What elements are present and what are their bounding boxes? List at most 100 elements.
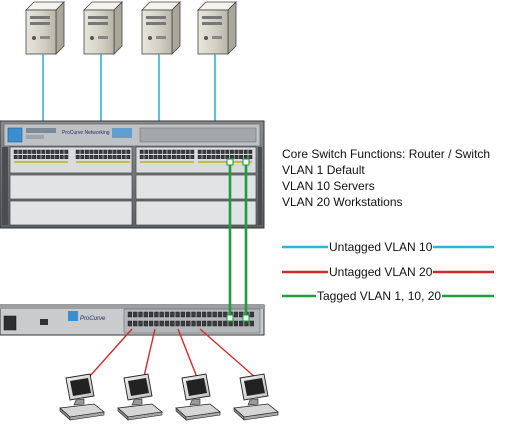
core-port [23,154,27,159]
access-port [196,320,201,327]
core-port [234,154,239,159]
core-port [121,149,126,154]
core-port [148,154,153,159]
core-port [103,149,108,154]
core-port [234,149,239,154]
core-port [211,154,216,159]
core-port [248,154,253,159]
core-port [41,149,46,154]
access-port [180,320,185,327]
core-port [80,154,85,159]
core-port [32,149,37,154]
core-port [107,149,112,154]
access-port [175,320,180,327]
access-port [159,320,164,327]
access-port [186,320,191,327]
core-port [153,149,158,154]
core-port [185,154,190,159]
access-port [175,311,180,318]
core-port [126,149,131,154]
workstation-icon [175,373,221,421]
core-port [112,154,117,159]
access-port [196,311,201,318]
core-port [162,154,167,159]
core-port [84,154,89,159]
access-brand-label: ProCurve [80,316,106,322]
core-port [229,149,234,154]
core-port [197,149,202,154]
server-1 [25,1,65,55]
access-port [138,311,143,318]
workstation-3 [175,373,221,421]
core-port [206,154,211,159]
access-port [127,311,132,318]
vlan-10-label: VLAN 10 Servers [282,179,375,193]
access-port [228,320,233,327]
core-port [59,154,64,159]
core-port [197,154,202,159]
server-2 [83,1,123,55]
access-port [164,320,170,327]
core-switch: ProCurve Networking [0,120,265,229]
access-port [207,320,212,327]
access-port [148,320,154,327]
core-port [239,149,243,154]
core-port [32,154,37,159]
workstation-icon [59,373,105,421]
access-port [217,320,223,327]
core-port [153,154,158,159]
core-port [84,149,89,154]
core-port [64,154,69,159]
core-port [144,154,149,159]
core-port [107,154,112,159]
core-port [94,154,99,159]
trunk-link-ends [226,158,250,322]
core-port [190,154,195,159]
core-port-led-strip [140,161,194,163]
legend-label-tagged: Tagged VLAN 1, 10, 20 [316,289,443,303]
access-port [170,320,175,327]
access-port [133,311,138,318]
core-port [211,149,216,154]
core-port [190,149,195,154]
core-module-6 [135,200,257,226]
core-module-3 [9,174,133,200]
workstation-1 [59,373,105,421]
server-icon [197,1,237,55]
core-port [148,149,153,154]
core-port [243,154,248,159]
core-port [36,149,41,154]
core-port [98,154,103,159]
core-port [75,149,80,154]
server-icon [141,1,181,55]
access-port [191,311,196,318]
core-port [27,149,32,154]
access-port [191,320,196,327]
access-port [164,311,170,318]
core-port-led-strip [198,161,252,163]
access-port [186,311,191,318]
core-port [162,149,167,154]
core-port [117,149,122,154]
server-3 [141,1,181,55]
core-status-led [7,127,23,143]
legend-label-vlan10: Untagged VLAN 10 [328,240,434,254]
access-logo-badge [68,311,78,321]
server-4 [197,1,237,55]
core-port [171,149,176,154]
core-port [126,154,131,159]
access-port [143,320,148,327]
core-port [225,154,230,159]
access-port [212,320,217,327]
core-port [27,154,32,159]
core-port [202,154,207,159]
core-port [167,149,172,154]
core-port [23,149,27,154]
core-port [59,149,64,154]
core-port [94,149,99,154]
access-port [127,320,132,327]
core-port [55,154,60,159]
core-port [158,149,162,154]
core-port [176,149,181,154]
